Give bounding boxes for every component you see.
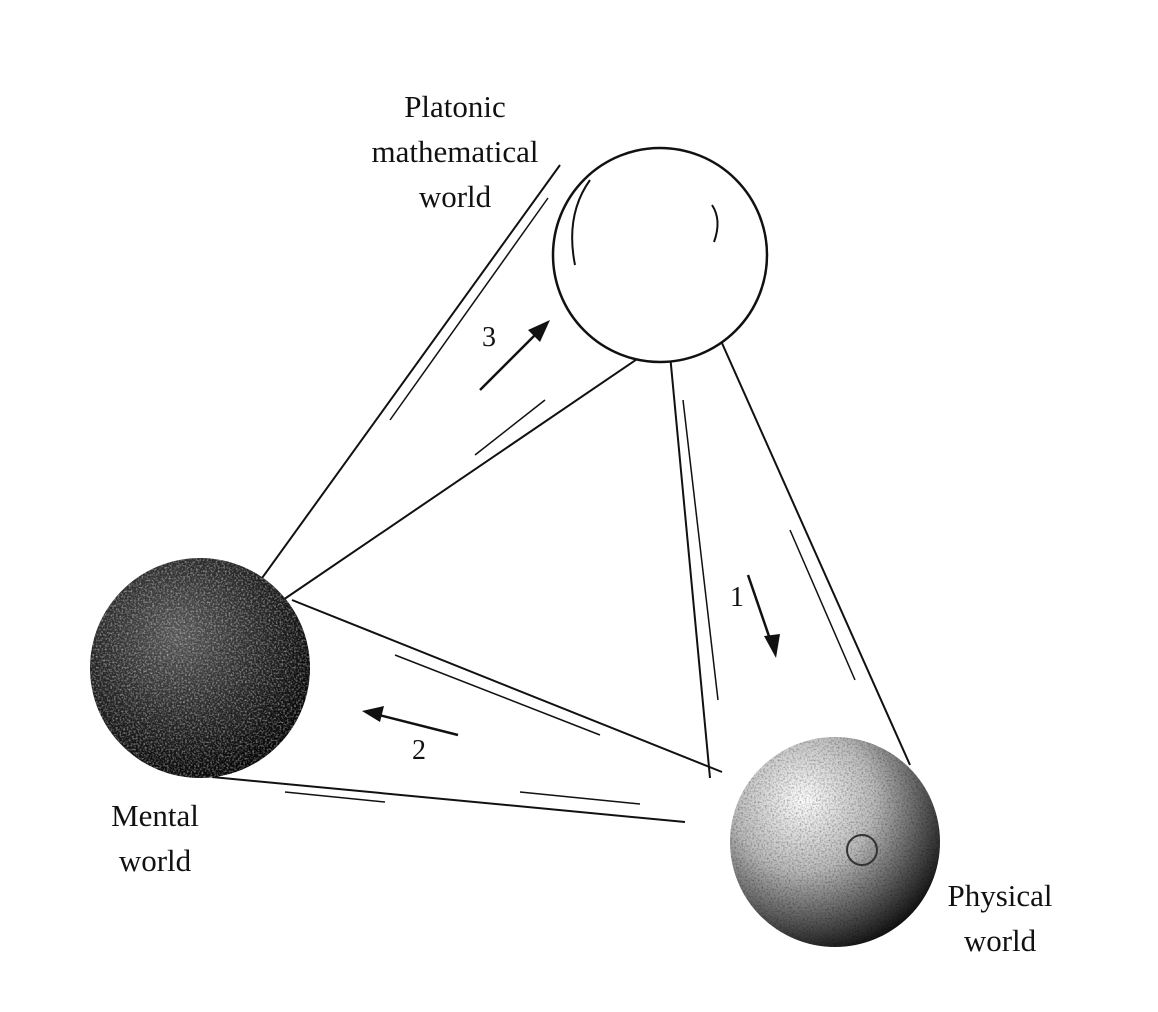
label-line: Mental <box>111 798 199 833</box>
label-line: Platonic <box>404 89 506 124</box>
label-mental-world: Mental world <box>80 793 230 883</box>
label-line: world <box>418 179 492 214</box>
arrow-2 <box>362 706 459 737</box>
shade-line <box>474 399 546 456</box>
shade-line <box>519 791 641 805</box>
arrow-label-2: 2 <box>412 735 426 766</box>
arrow-3 <box>479 320 550 391</box>
cone-lines <box>211 164 911 823</box>
label-line: world <box>118 843 192 878</box>
cone-mental-physical-lower <box>211 776 686 823</box>
shade-line <box>284 791 386 803</box>
platonic-world-sphere <box>551 146 769 364</box>
label-line: mathematical <box>371 134 539 169</box>
label-platonic-world: Platonic mathematical world <box>355 84 555 219</box>
arrow-label-3: 3 <box>482 322 496 353</box>
label-line: world <box>963 923 1037 958</box>
shade-line <box>389 197 549 421</box>
cone-platonic-physical-left <box>665 311 711 779</box>
physical-world-sphere <box>730 737 940 947</box>
shade-line <box>682 399 719 701</box>
shade-line <box>394 654 601 736</box>
arrows <box>362 320 780 737</box>
cone-platonic-physical-right <box>704 304 911 766</box>
shade-line <box>789 529 856 681</box>
arrow-label-1: 1 <box>730 582 744 613</box>
cone-platonic-mental-lower <box>279 337 669 603</box>
mental-world-sphere <box>90 558 310 778</box>
label-physical-world: Physical world <box>920 873 1080 963</box>
cone-platonic-mental-upper <box>251 164 561 593</box>
label-line: Physical <box>947 878 1053 913</box>
cone-mental-physical-upper <box>291 599 723 773</box>
arrow-1 <box>746 574 780 658</box>
